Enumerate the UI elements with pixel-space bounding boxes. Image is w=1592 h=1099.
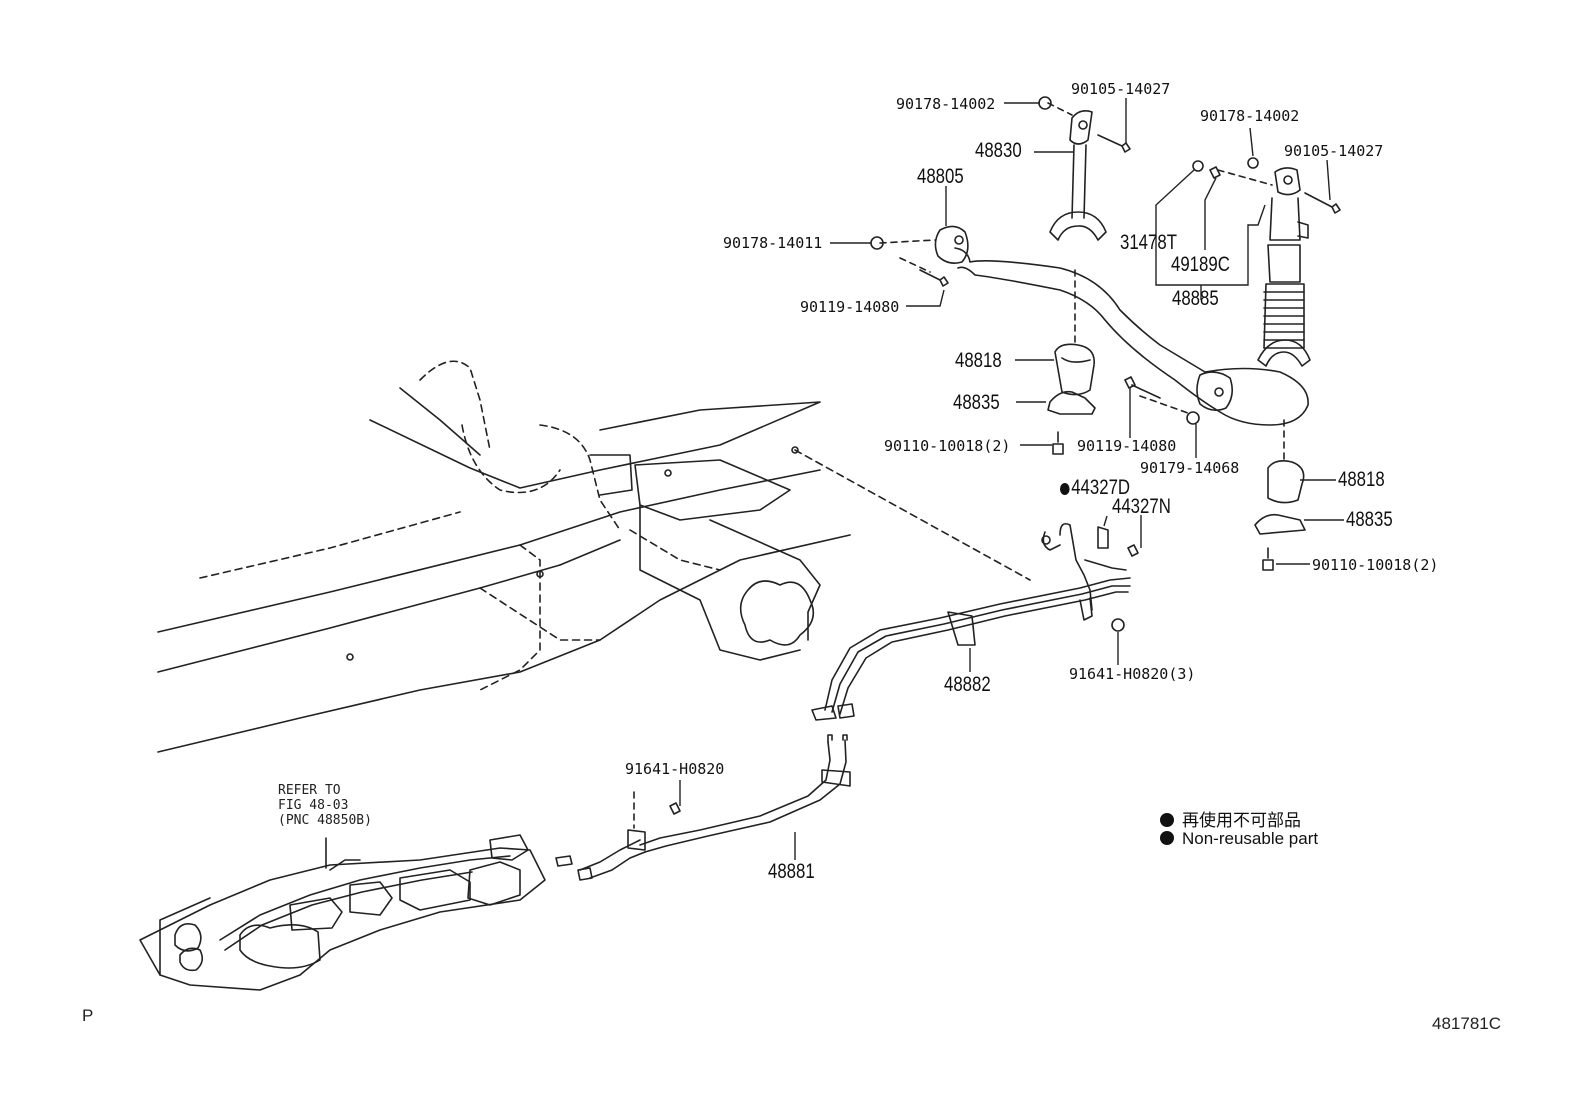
- label-90110-10018-b[interactable]: 90110-10018(2): [1312, 556, 1439, 574]
- label-90178-14002-b[interactable]: 90178-14002: [1200, 107, 1300, 125]
- label-48830[interactable]: 48830: [975, 139, 1022, 162]
- label-90178-14011[interactable]: 90178-14011: [723, 234, 823, 252]
- label-90110-10018-a[interactable]: 90110-10018(2): [884, 437, 1011, 455]
- actuator-assembly: [139, 834, 546, 991]
- refer-line-1: REFER TO: [278, 783, 341, 798]
- label-44327N[interactable]: 44327N: [1112, 495, 1171, 518]
- label-48805[interactable]: 48805: [917, 165, 964, 188]
- tube-48882: [811, 522, 1139, 721]
- bushings-brackets: [870, 236, 1306, 571]
- refer-note[interactable]: REFER TO FIG 48-03 (PNC 48850B): [278, 783, 372, 828]
- label-49189C[interactable]: 49189C: [1171, 253, 1230, 276]
- link-48885: [1192, 157, 1341, 367]
- label-90105-14027-a[interactable]: 90105-14027: [1071, 80, 1171, 98]
- label-48885[interactable]: 48885: [1172, 287, 1219, 310]
- legend-en: Non-reusable part: [1160, 829, 1318, 849]
- label-44327D-text: 44327D: [1071, 476, 1131, 499]
- label-91641-H0820-3[interactable]: 91641-H0820(3): [1069, 665, 1196, 683]
- vehicle-frame: [157, 360, 1031, 753]
- label-90179-14068[interactable]: 90179-14068: [1140, 459, 1240, 477]
- label-48818-b[interactable]: 48818: [1338, 468, 1385, 491]
- label-91641-H0820[interactable]: 91641-H0820: [625, 760, 725, 778]
- non-reusable-dot-icon: [1160, 813, 1174, 827]
- stabilizer-bar: [934, 225, 1309, 426]
- tube-48881: [555, 734, 851, 881]
- label-31478T[interactable]: 31478T: [1120, 231, 1177, 254]
- legend-jp-text: 再使用不可部品: [1182, 811, 1301, 830]
- refer-line-3: (PNC 48850B): [278, 813, 372, 828]
- non-reusable-dot-icon: [1060, 483, 1070, 495]
- legend-en-text: Non-reusable part: [1182, 829, 1319, 848]
- leader-lines: [679, 98, 1344, 860]
- label-90119-14080-a[interactable]: 90119-14080: [800, 298, 900, 316]
- label-48835-a[interactable]: 48835: [953, 391, 1000, 414]
- dashed-connectors: [633, 102, 1285, 829]
- illustration-id: 481781C: [1432, 1014, 1502, 1033]
- label-90119-14080-b[interactable]: 90119-14080: [1077, 437, 1177, 455]
- label-48882[interactable]: 48882: [944, 673, 991, 696]
- corner-mark: P: [82, 1006, 94, 1025]
- label-44327D[interactable]: 44327D: [1060, 476, 1130, 500]
- label-48881[interactable]: 48881: [768, 860, 815, 883]
- legend-jp: 再使用不可部品: [1160, 806, 1301, 831]
- label-90105-14027-b[interactable]: 90105-14027: [1284, 142, 1384, 160]
- label-90178-14002-a[interactable]: 90178-14002: [896, 95, 996, 113]
- refer-line-2: FIG 48-03: [278, 798, 349, 813]
- link-48830: [1038, 96, 1131, 241]
- label-48818-a[interactable]: 48818: [955, 349, 1002, 372]
- non-reusable-dot-icon: [1160, 831, 1174, 845]
- label-48835-b[interactable]: 48835: [1346, 508, 1393, 531]
